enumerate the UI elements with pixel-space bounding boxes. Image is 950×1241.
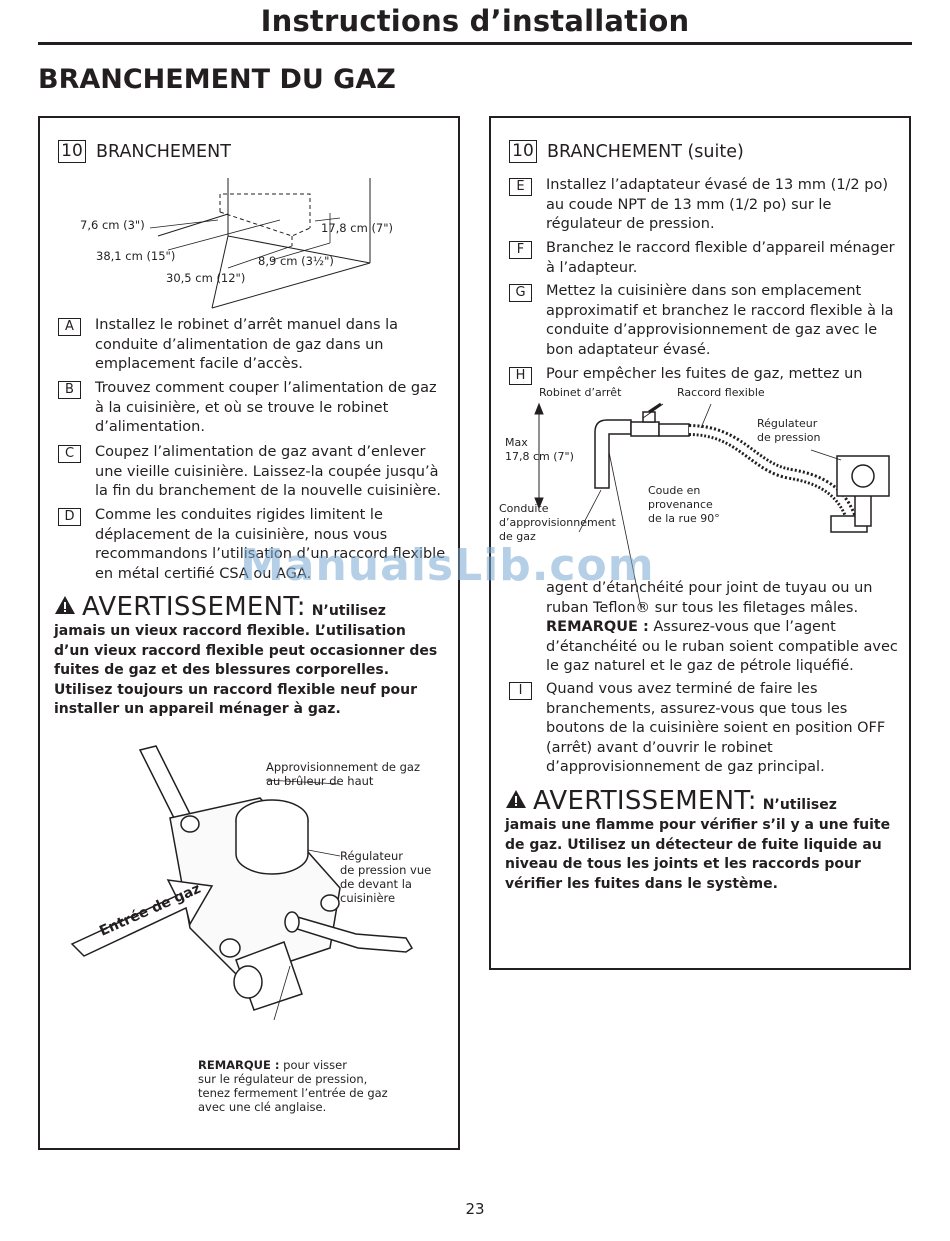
step-title: BRANCHEMENT (suite) bbox=[547, 141, 744, 162]
h-note-bold: REMARQUE : bbox=[546, 619, 649, 635]
section-title: BRANCHEMENT DU GAZ bbox=[38, 64, 396, 95]
connection-diagram bbox=[534, 402, 890, 609]
item-text: Trouvez comment couper l’alimentation de… bbox=[95, 380, 437, 435]
page-header-title: Instructions d’installation bbox=[260, 4, 690, 38]
dim-label-7-6cm: 7,6 cm (3") bbox=[80, 218, 145, 232]
instruction-item-i: I Quand vous avez terminé de faire les b… bbox=[509, 680, 901, 778]
item-text: Pour empêcher les fuites de gaz, mettez … bbox=[546, 366, 863, 382]
warning-word: AVERTISSEMENT: bbox=[533, 786, 757, 816]
item-letter: D bbox=[58, 508, 81, 526]
flex-connector-label: Raccord flexible bbox=[677, 386, 765, 399]
warning-block: AVERTISSEMENT: N’utilisez jamais une fla… bbox=[505, 786, 897, 894]
item-text: agent d’étanchéité pour joint de tuyau o… bbox=[546, 579, 901, 677]
dim-label-38-1cm: 38,1 cm (15") bbox=[96, 249, 176, 263]
item-letter: C bbox=[58, 445, 81, 463]
step-heading: 10 BRANCHEMENT bbox=[58, 140, 231, 163]
instruction-item-d: D Comme les conduites rigides limitent l… bbox=[58, 506, 450, 584]
regulator-illustration: Entrée de gaz bbox=[70, 745, 414, 1021]
item-letter: B bbox=[58, 381, 81, 399]
shutoff-valve-label: Robinet d’arrêt bbox=[539, 386, 622, 399]
step-number: 10 bbox=[509, 140, 537, 163]
h-note-text: Assurez-vous que l’agent d’étanchéité ou… bbox=[546, 619, 898, 674]
instruction-item-h: H Pour empêcher les fuites de gaz, mette… bbox=[509, 365, 901, 385]
warning-text: jamais une flamme pour vérifier s’il y a… bbox=[505, 817, 891, 892]
supply-line-label: Conduite d’approvisionnement de gaz bbox=[499, 502, 616, 543]
step-heading: 10 BRANCHEMENT (suite) bbox=[509, 140, 744, 163]
item-text: Installez l’adaptateur évasé de 13 mm (1… bbox=[546, 177, 889, 232]
regulator-label: Régulateur de pression vue de devant la … bbox=[340, 849, 432, 905]
dim-label-30-5cm: 30,5 cm (12") bbox=[166, 271, 246, 285]
warning-lead: N’utilisez bbox=[762, 797, 837, 813]
item-text: Mettez la cuisinière dans son emplacemen… bbox=[546, 283, 894, 358]
instruction-item-g: G Mettez la cuisinière dans son emplacem… bbox=[509, 282, 901, 360]
item-letter: A bbox=[58, 318, 81, 336]
warning-triangle-icon bbox=[55, 596, 75, 614]
instruction-item-f: F Branchez le raccord flexible d’apparei… bbox=[509, 239, 901, 278]
item-text: Coupez l’alimentation de gaz avant d’enl… bbox=[95, 444, 441, 499]
item-text: Quand vous avez terminé de faire les bra… bbox=[546, 681, 886, 775]
item-text: Comme les conduites rigides limitent le … bbox=[95, 507, 446, 582]
warning-triangle-icon bbox=[506, 790, 526, 808]
warning-text: jamais un vieux raccord flexible. L’util… bbox=[54, 623, 438, 717]
right-panel: 10 BRANCHEMENT (suite) E Installez l’ada… bbox=[489, 116, 911, 970]
note-text: pour visser sur le régulateur de pressio… bbox=[198, 1058, 388, 1114]
instruction-item-b: B Trouvez comment couper l’alimentation … bbox=[58, 379, 450, 438]
item-letter: G bbox=[509, 284, 532, 302]
instruction-item-a: A Installez le robinet d’arrêt manuel da… bbox=[58, 316, 450, 375]
supply-label: Approvisionnement de gaz au brûleur de h… bbox=[266, 760, 420, 788]
page-number: 23 bbox=[465, 1200, 485, 1218]
warning-block: AVERTISSEMENT: N’utilisez jamais un vieu… bbox=[54, 592, 446, 720]
clearance-diagram bbox=[149, 178, 371, 309]
warning-word: AVERTISSEMENT: bbox=[82, 592, 306, 622]
instruction-item-c: C Coupez l’alimentation de gaz avant d’e… bbox=[58, 443, 450, 502]
step-title: BRANCHEMENT bbox=[96, 141, 231, 162]
pressure-regulator-label: Régulateur de pression bbox=[757, 417, 821, 444]
item-text: Branchez le raccord flexible d’appareil … bbox=[546, 240, 895, 276]
item-letter: H bbox=[509, 367, 532, 385]
regulator-note: REMARQUE : pour visser sur le régulateur… bbox=[198, 1058, 388, 1114]
elbow-label: Coude en provenance de la rue 90° bbox=[648, 484, 720, 525]
instruction-item-h-continued: agent d’étanchéité pour joint de tuyau o… bbox=[509, 579, 901, 677]
max-height-label: Max 17,8 cm (7") bbox=[505, 436, 574, 463]
header-rule bbox=[38, 42, 912, 45]
watermark: ManualsLib.com bbox=[240, 540, 655, 591]
dim-label-8-9cm: 8,9 cm (3½") bbox=[258, 254, 334, 268]
item-letter: E bbox=[509, 178, 532, 196]
item-letter: F bbox=[509, 241, 532, 259]
item-text: Installez le robinet d’arrêt manuel dans… bbox=[95, 317, 399, 372]
dim-label-17-8cm: 17,8 cm (7") bbox=[321, 221, 394, 235]
note-bold: REMARQUE : bbox=[198, 1058, 280, 1072]
left-panel: 10 BRANCHEMENT 7,6 cm (3") 17,8 cm (7") … bbox=[38, 116, 460, 1150]
warning-lead: N’utilisez bbox=[311, 603, 386, 619]
item-letter: I bbox=[509, 682, 532, 700]
h-continued-text: agent d’étanchéité pour joint de tuyau o… bbox=[546, 580, 873, 616]
instruction-item-e: E Installez l’adaptateur évasé de 13 mm … bbox=[509, 176, 901, 235]
step-number: 10 bbox=[58, 140, 86, 163]
